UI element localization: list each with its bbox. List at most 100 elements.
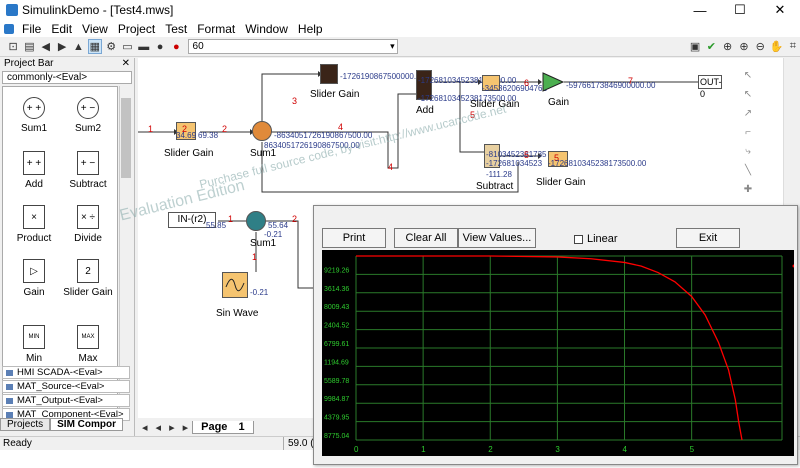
wire-12 <box>264 220 316 289</box>
tab-sim-components[interactable]: SIM Compor <box>50 418 124 431</box>
back-icon[interactable]: ◀ <box>41 41 51 53</box>
slider-gain-icon: 2 <box>77 259 99 283</box>
grid-view-icon[interactable]: ▦ <box>87 39 102 54</box>
linear-option[interactable]: Linear <box>574 233 618 245</box>
menu-file[interactable]: File <box>22 21 42 36</box>
palette-label: Subtract <box>69 179 107 190</box>
palette-item-min[interactable]: MIN Min <box>5 325 63 364</box>
menu-help[interactable]: Help <box>297 21 323 36</box>
project-bar-close-icon[interactable]: ✕ <box>121 58 130 69</box>
library-hmi-scada[interactable]: HMI SCADA-<Eval> <box>2 366 130 379</box>
menu-edit[interactable]: Edit <box>51 21 73 36</box>
library-mat-output[interactable]: MAT_Output-<Eval> <box>2 394 130 407</box>
palette-item-add[interactable]: + + Add <box>5 151 63 190</box>
menu-project[interactable]: Project <box>117 21 156 36</box>
check-icon[interactable]: ✔ <box>706 41 716 53</box>
maximize-button[interactable]: ☐ <box>734 2 746 17</box>
tab-projects[interactable]: Projects <box>0 418 51 431</box>
palette-item-gain[interactable]: ▷ Gain <box>5 259 63 298</box>
slider-gain-top-label: Slider Gain <box>310 89 360 100</box>
forward-icon[interactable]: ▶ <box>57 41 67 53</box>
pointer-icon[interactable]: ↖ <box>743 70 753 81</box>
zoom-in-icon[interactable]: ⊕ <box>739 41 749 53</box>
palette-scrollbar[interactable] <box>119 86 131 422</box>
next-page-icon[interactable]: ▸ <box>169 422 175 434</box>
slider-gain-top-value: -1726190867500000.00 <box>340 72 425 81</box>
palette-item-sum1[interactable]: + + Sum1 <box>5 97 63 134</box>
wire-number: 1 <box>148 124 154 134</box>
curve-icon[interactable]: ⤷ <box>745 146 751 157</box>
category-selector[interactable]: commonly-<Eval> <box>2 71 132 84</box>
last-page-icon[interactable]: ▸ <box>182 422 189 434</box>
keyboard-icon[interactable]: ▭ <box>122 41 133 53</box>
slider-gain-3-sub: -1726810345238173500.00 <box>548 159 647 168</box>
speed-select[interactable]: 60 <box>187 39 398 54</box>
record-icon[interactable]: ● <box>173 40 180 53</box>
slider-gain-2-block[interactable] <box>482 75 500 91</box>
line-chart: 9219.263614.368009.432404.526799.611194.… <box>324 255 800 454</box>
view-values-button[interactable]: View Values... <box>458 228 536 248</box>
settings-icon[interactable]: ⚙ <box>106 41 117 53</box>
library-mat-source[interactable]: MAT_Source-<Eval> <box>2 380 130 393</box>
out-port[interactable]: OUT-0 <box>698 75 722 99</box>
subtract-icon: + − <box>77 151 99 175</box>
cross-icon[interactable]: ✚ <box>743 184 753 195</box>
monitor-icon[interactable]: ▬ <box>138 40 150 53</box>
print-button[interactable]: Print <box>322 228 386 248</box>
add-block[interactable] <box>416 70 432 100</box>
crop-icon[interactable]: ⌗ <box>789 40 796 52</box>
app-icon <box>6 4 18 16</box>
slider-gain-top-block[interactable] <box>320 64 338 84</box>
sin-wave-block[interactable] <box>222 272 248 298</box>
legend-marker <box>792 264 796 268</box>
pan-icon[interactable]: ✋ <box>769 41 784 53</box>
prev-page-icon[interactable]: ◂ <box>155 422 162 434</box>
exit-button[interactable]: Exit <box>676 228 740 248</box>
wire-number: 1 <box>228 214 234 224</box>
polyline-icon[interactable]: ╲ <box>744 165 752 176</box>
save-icon[interactable]: ▤ <box>24 41 35 53</box>
slider-gain-3-block[interactable]: 5 <box>548 151 568 167</box>
wire-number: 2 <box>222 124 228 134</box>
x-tick-label: 0 <box>354 445 359 454</box>
menu-test[interactable]: Test <box>165 21 188 36</box>
slider-gain-block[interactable]: 2 <box>176 122 196 140</box>
zoom-out-icon[interactable]: ⊖ <box>755 41 765 53</box>
y-tick-label: 9219.26 <box>324 267 349 274</box>
menu-format[interactable]: Format <box>197 21 236 36</box>
in-port[interactable]: IN-(r2) <box>168 212 216 228</box>
up-icon[interactable]: ▲ <box>72 40 84 53</box>
palette-item-product[interactable]: × Product <box>5 205 63 244</box>
close-button[interactable]: ✕ <box>774 2 786 17</box>
page-tab[interactable]: Page 1 <box>192 421 254 434</box>
scrollbar-thumb[interactable] <box>121 98 131 178</box>
menu-view[interactable]: View <box>82 21 108 36</box>
sum1-bottom-block[interactable] <box>246 211 266 231</box>
palette-item-sum2[interactable]: + − Sum2 <box>59 97 117 134</box>
slider-gain-small-value: 34.69 <box>176 131 197 140</box>
palette-item-max[interactable]: MAX Max <box>59 325 117 364</box>
stop-icon[interactable]: ● <box>156 40 164 53</box>
palette-label: Gain <box>23 287 45 298</box>
first-page-icon[interactable]: ◂ <box>142 422 148 434</box>
library-list: HMI SCADA-<Eval> MAT_Source-<Eval> MAT_O… <box>2 366 130 422</box>
select-tool-icon[interactable]: ⊡ <box>8 41 18 53</box>
clear-all-button[interactable]: Clear All <box>394 228 458 248</box>
palette-item-divide[interactable]: × ÷ Divide <box>59 205 117 244</box>
sum1-output-1: -8634051726190867500.00 <box>274 131 373 140</box>
palette-item-subtract[interactable]: + − Subtract <box>59 151 117 190</box>
minimize-button[interactable]: — <box>693 2 707 18</box>
palette-item-slider-gain[interactable]: 2 Slider Gain <box>59 259 117 298</box>
line-tool-icon[interactable]: ↗ <box>743 108 753 119</box>
menu-window[interactable]: Window <box>245 21 288 36</box>
image-icon[interactable]: ▣ <box>689 41 701 53</box>
gain-block[interactable] <box>542 72 564 92</box>
sum1-block[interactable] <box>252 121 272 141</box>
wire-number: 7 <box>628 76 634 86</box>
pointer-alt-icon[interactable]: ↖ <box>743 89 753 100</box>
zoom-fit-icon[interactable]: ⊕ <box>723 41 733 53</box>
connector-icon[interactable]: ⌐ <box>745 127 751 138</box>
slider-gain-2-value: -34536206904761 <box>482 84 547 93</box>
subtract-block[interactable] <box>484 144 500 168</box>
linear-checkbox[interactable] <box>574 234 583 244</box>
